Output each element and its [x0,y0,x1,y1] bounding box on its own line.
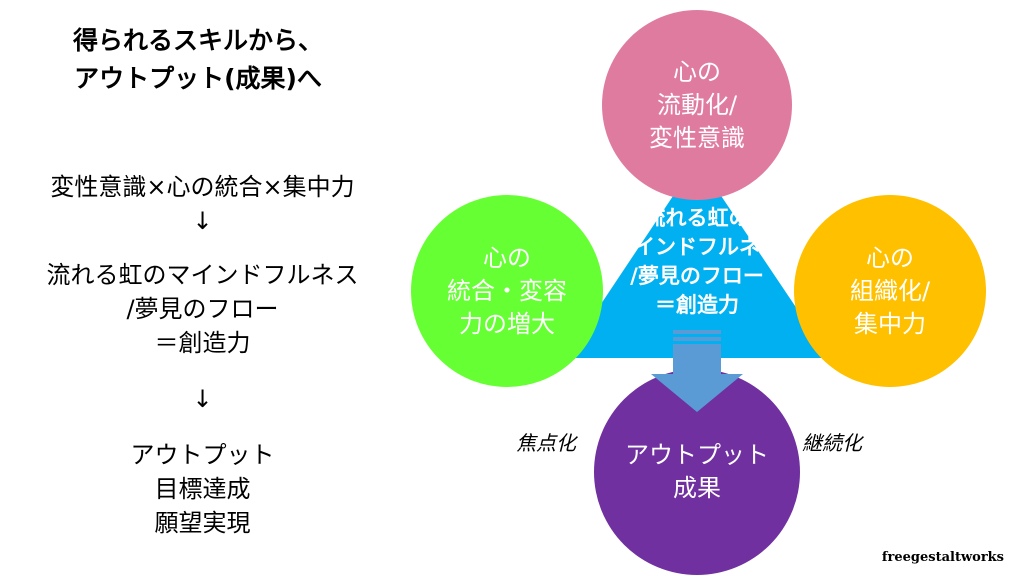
continuation-label: 継続化 [802,431,862,455]
right-circle [794,195,986,387]
left-circle-label: 心の 統合・変容 力の増大 [447,243,567,338]
page-heading: 得られるスキルから、 アウトプット(成果)へ [48,22,348,98]
output-line: アウトプット [130,441,275,469]
output-text-block: アウトプット 目標達成 願望実現 [0,438,405,540]
heading-line-1: 得られるスキルから、 [72,26,323,55]
down-block-arrow-icon [651,330,743,412]
focus-label: 焦点化 [516,431,576,455]
left-circle [411,195,603,387]
bottom-circle-label: アウトプット 成果 [625,441,769,502]
flow-line: ＝創造力 [154,329,251,357]
flow-line: 流れる虹のマインドフルネス [46,261,359,289]
flow-line: /夢見のフロー [126,295,279,323]
flow-text-block: 流れる虹のマインドフルネス /夢見のフロー ＝創造力 [0,258,405,360]
output-line: 目標達成 [154,475,251,503]
bottom-circle [594,369,800,575]
center-triangle [565,160,830,358]
down-arrow-icon: ↓ [192,385,213,413]
triangle-label: 流れる虹の マインドフルネス /夢見のフロー ＝創造力 [613,206,781,317]
heading-line-2: アウトプット(成果)へ [74,64,322,93]
credit-text: freegestaltworks [881,550,1004,565]
top-circle-label: 心の 流動化/ 変性意識 [649,57,745,152]
down-arrow-icon: ↓ [192,207,213,235]
top-circle [602,10,792,200]
right-circle-label: 心の 組織化/ 集中力 [849,243,931,338]
output-line: 願望実現 [154,509,251,537]
formula-text: 変性意識×心の統合×集中力 [50,173,355,201]
